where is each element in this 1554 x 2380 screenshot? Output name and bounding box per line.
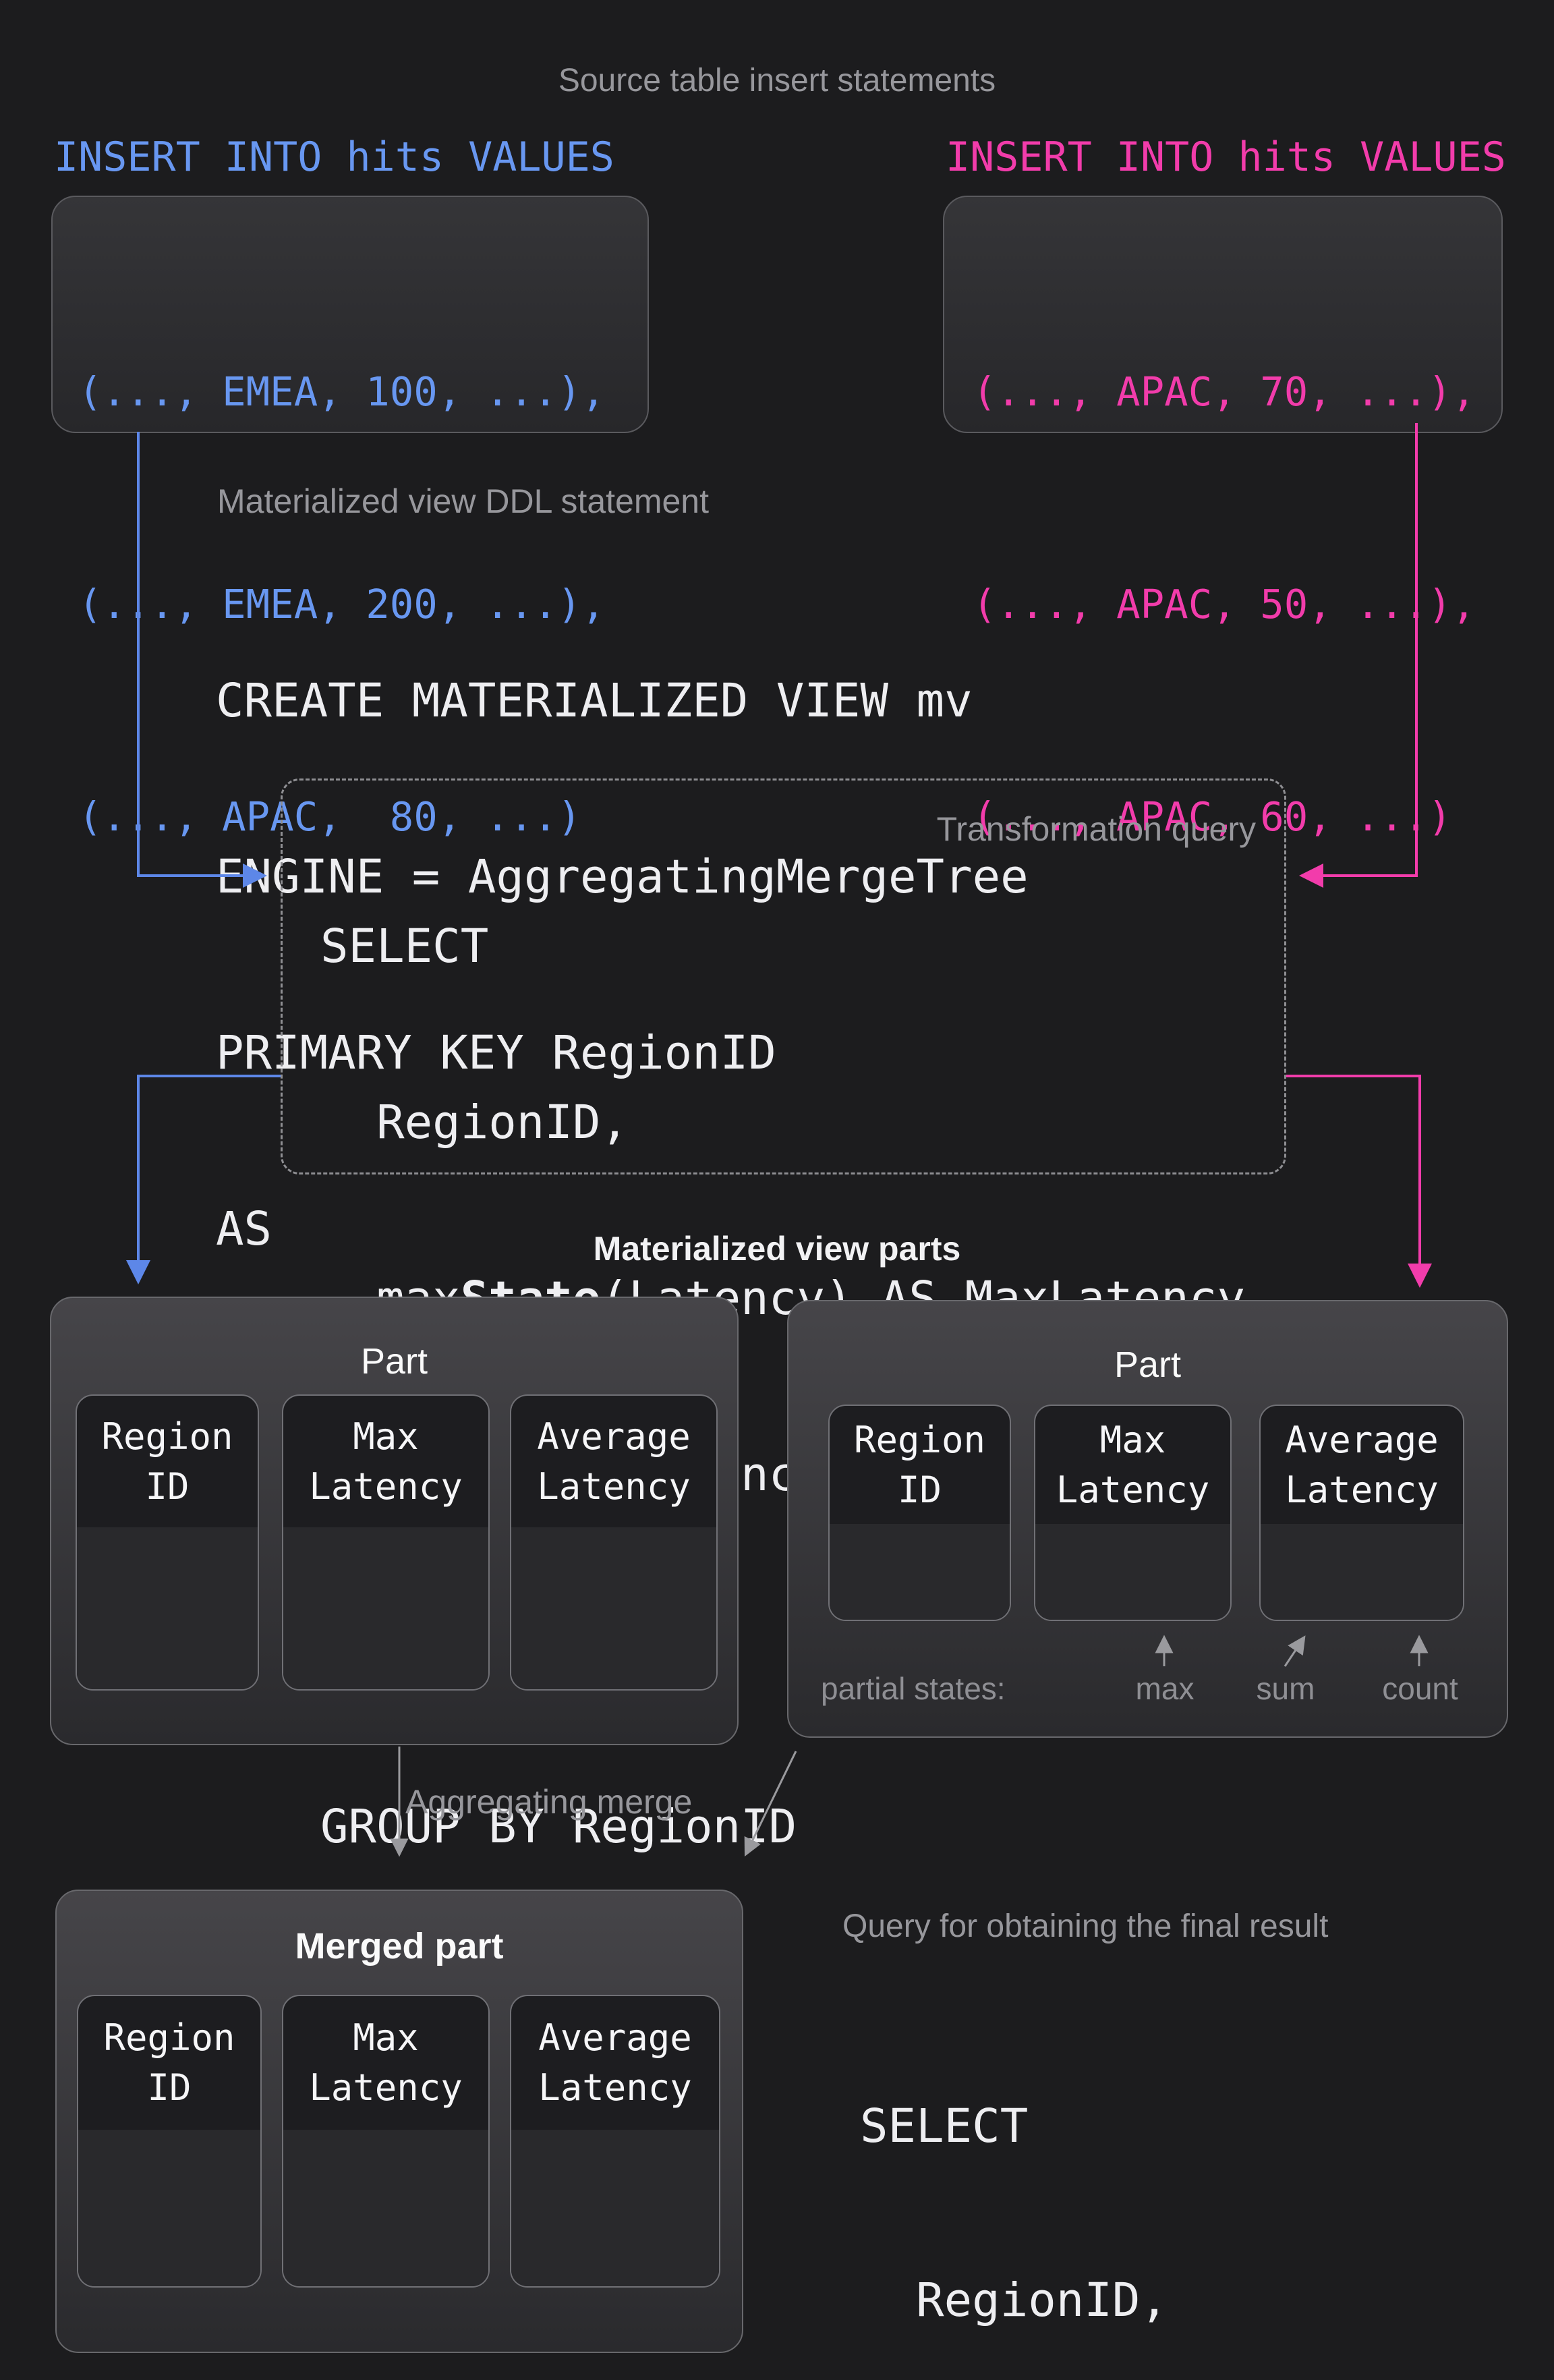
column-value: EMEA [78,2281,260,2288]
partial-states-label: partial states: [821,1670,1006,1707]
column-header: Average Latency [511,1396,716,1527]
column-average-latency: Average Latency 300, 2 80, 1 [510,1394,718,1691]
insert-row: (..., EMEA, 100, ...), [78,356,605,427]
part-title: Part [51,1341,737,1382]
column-header: Max Latency [1035,1406,1230,1524]
column-region-id: Region ID EMEA APAC [77,1995,262,2288]
column-header: Average Latency [511,1996,719,2130]
column-header: Region ID [830,1406,1010,1524]
part-title: Part [788,1344,1507,1385]
column-max-latency: Max Latency 200 80 [282,1394,490,1691]
code-line: RegionID, [320,1094,1245,1152]
aggregating-merge-label: Aggregating merge [405,1782,692,1821]
code-line: SELECT [320,917,1245,976]
insert-right-header: INSERT INTO hits VALUES [946,134,1506,181]
code-line: SELECT [860,2097,1504,2155]
final-query-code: SELECT RegionID, maxMerge(MaxLatency), a… [860,1981,1504,2380]
column-average-latency: Average Latency 300, 2 260, 4 [510,1995,720,2288]
column-value: 200 [283,2281,488,2288]
annotation-sum: sum [1242,1670,1329,1707]
annotation-count: count [1364,1670,1476,1707]
column-value: 200 [283,1678,488,1691]
column-header: Region ID [78,1996,260,2130]
column-max-latency: Max Latency 70 [1034,1405,1232,1621]
insert-row: (..., APAC, 50, ...), [973,569,1476,640]
insert-left-header: INSERT INTO hits VALUES [54,134,614,181]
insert-row: (..., APAC, 70, ...), [973,356,1476,427]
code-line: CREATE MATERIALIZED VIEW mv [216,672,1029,731]
column-value: EMEA [77,1678,258,1691]
page-title: Source table insert statements [0,62,1554,99]
code-line: RegionID, [860,2271,1504,2329]
merged-part-title: Merged part [57,1926,742,1966]
annotation-max: max [1121,1670,1209,1707]
column-max-latency: Max Latency 200 80 [282,1995,490,2288]
column-average-latency: Average Latency 180, 3 [1259,1405,1464,1621]
column-header: Max Latency [283,1996,488,2130]
column-value: 300, 2 [511,2281,719,2288]
insert-right-box: (..., APAC, 70, ...), (..., APAC, 50, ..… [943,196,1503,433]
ddl-label: Materialized view DDL statement [217,482,709,521]
part-box-left: Part Region ID EMEA APAC Max Latency 200… [50,1297,739,1745]
column-value: 300, 2 [511,1678,716,1691]
insert-left-box: (..., EMEA, 100, ...), (..., EMEA, 200, … [51,196,649,433]
column-header: Region ID [77,1396,258,1527]
final-query-label: Query for obtaining the final result [842,1908,1328,1945]
column-header: Max Latency [283,1396,488,1527]
parts-section-title: Materialized view parts [0,1229,1554,1268]
column-header: Average Latency [1261,1406,1463,1524]
column-region-id: Region ID APAC [828,1405,1011,1621]
column-region-id: Region ID EMEA APAC [76,1394,259,1691]
merged-part-box: Merged part Region ID EMEA APAC Max Late… [55,1890,743,2353]
